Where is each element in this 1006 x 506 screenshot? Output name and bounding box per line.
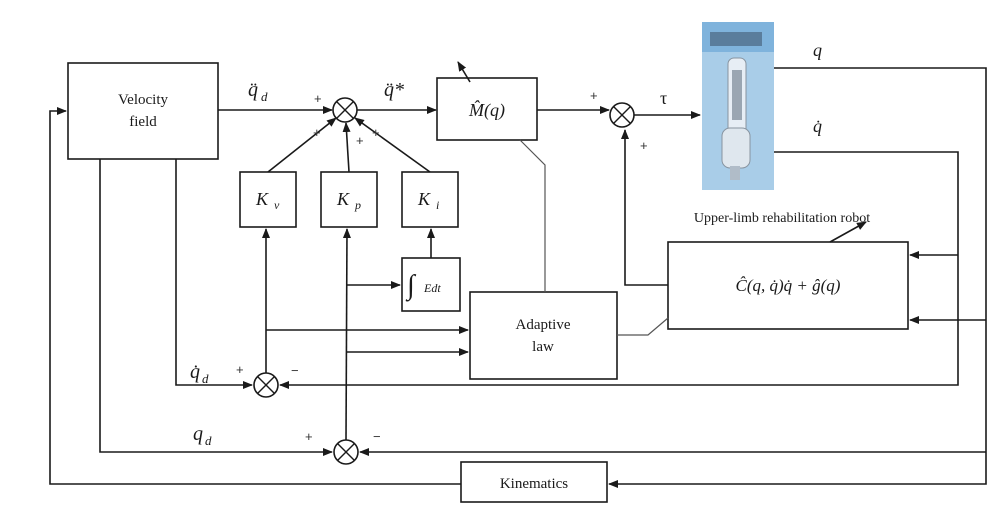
velocity-field-block: Velocity field [67, 62, 219, 160]
q-d-label: q [193, 423, 203, 445]
sum3-minus: − [291, 363, 299, 378]
qdot-output-label: q̇ [813, 116, 822, 136]
sum2-plus-bottom: + [640, 138, 648, 153]
kinematics-block: Kinematics [460, 461, 608, 503]
signal-wires [49, 61, 987, 488]
integral-block: ∫ Edt [401, 257, 461, 312]
sum1-plus-left: + [314, 91, 322, 106]
kp-block: K p [320, 171, 378, 228]
qd-d-subscript: d [202, 371, 209, 386]
mass-matrix-block: M̂(q) [436, 77, 538, 141]
sign-marks: + + + + + + + − + − [236, 88, 648, 444]
qdd-d-subscript: d [261, 89, 268, 104]
tau-label: τ [660, 88, 667, 108]
robot-caption: Upper-limb rehabilitation robot [694, 211, 870, 226]
q-output-label: q [813, 40, 822, 60]
adaptive-law-label-1: Adaptive [516, 317, 571, 333]
kv-block: K v [239, 171, 297, 228]
sum-junction-2 [609, 102, 635, 128]
kv-subscript: v [274, 198, 280, 212]
sum2-plus-top: + [590, 88, 598, 103]
qdd-star-label: q̈* [384, 79, 404, 101]
sum-junction-4 [333, 439, 359, 465]
kinematics-label: Kinematics [500, 476, 568, 492]
ki-block: K i [401, 171, 459, 228]
sum4-minus: − [373, 429, 381, 444]
signal-labels: q̈ d q̈* τ q q̇ q̇ d q d [190, 40, 822, 448]
integral-label: Edt [423, 281, 441, 295]
velocity-field-label-2: field [129, 114, 157, 130]
adaptive-law-block: Adaptive law [469, 291, 618, 380]
kv-label: K [255, 189, 269, 209]
sum1-plus-a: + [313, 125, 321, 140]
mass-matrix-label: M̂(q) [468, 100, 505, 121]
integral-sign: ∫ [405, 270, 417, 302]
sum-junction-1 [332, 97, 358, 123]
qdd-d-label: q̈ [248, 79, 258, 101]
coriolis-gravity-block: Ĉ(q, q̇)q̇ + ĝ(q) [667, 241, 909, 330]
velocity-field-label-1: Velocity [118, 92, 168, 108]
robot-image [702, 22, 774, 190]
sum1-plus-c: + [372, 125, 380, 140]
sum1-plus-b: + [356, 133, 364, 148]
sum-junction-3 [253, 372, 279, 398]
sum4-plus: + [305, 429, 313, 444]
qd-d-label: q̇ [190, 361, 200, 383]
ki-label: K [417, 189, 431, 209]
ki-subscript: i [436, 198, 439, 212]
coriolis-gravity-label: Ĉ(q, q̇)q̇ + ĝ(q) [736, 276, 841, 295]
kp-subscript: p [354, 198, 361, 212]
adaptive-law-label-2: law [532, 339, 554, 355]
q-d-subscript: d [205, 433, 212, 448]
kp-label: K [336, 189, 350, 209]
sum3-plus: + [236, 362, 244, 377]
